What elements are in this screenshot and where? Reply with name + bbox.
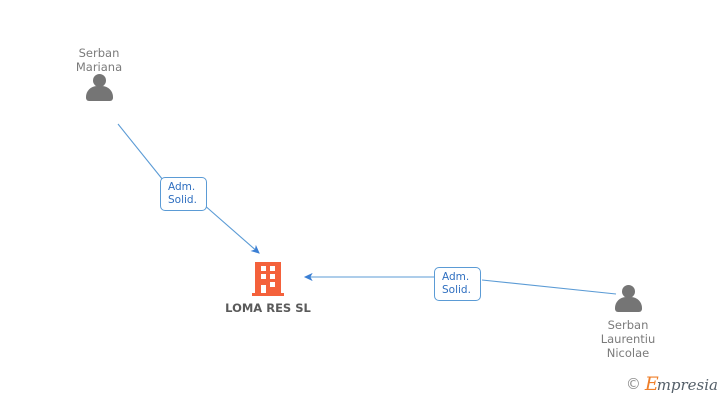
building-icon: [178, 262, 358, 298]
node-person-serban-laurentiu-nicolae[interactable]: Serban Laurentiu Nicolae: [563, 285, 693, 360]
company-name-label: LOMA RES SL: [225, 301, 311, 315]
brand-rest: mpresia: [656, 376, 718, 394]
relation-label-adm-solid-left[interactable]: Adm. Solid.: [160, 177, 207, 211]
person-icon: [34, 74, 164, 104]
person-head-shape: [621, 285, 635, 298]
person-icon: [563, 285, 693, 315]
relation-label-adm-solid-right[interactable]: Adm. Solid.: [434, 267, 481, 301]
node-company-loma-res-sl[interactable]: LOMA RES SL: [178, 262, 358, 315]
edge-label-to-company: [202, 203, 260, 254]
node-person-serban-mariana[interactable]: Serban Mariana: [34, 46, 164, 104]
person-head-shape: [92, 74, 106, 87]
person-body-shape: [614, 297, 642, 312]
copyright-icon: ©: [625, 375, 641, 393]
building-body-shape: [255, 262, 281, 293]
watermark-empresia: © Empresia: [626, 375, 718, 394]
building-base-shape: [252, 293, 284, 296]
brand-wordmark: Empresia: [645, 375, 718, 394]
edge-person-bottom-right-to-label: [481, 279, 617, 295]
building-door-shape: [261, 285, 266, 293]
person-name-label: Serban Mariana: [75, 46, 123, 74]
brand-initial: E: [644, 373, 659, 395]
person-body-shape: [85, 86, 113, 101]
edge-person-top-left-to-label: [117, 123, 164, 181]
person-name-label: Serban Laurentiu Nicolae: [600, 318, 656, 360]
